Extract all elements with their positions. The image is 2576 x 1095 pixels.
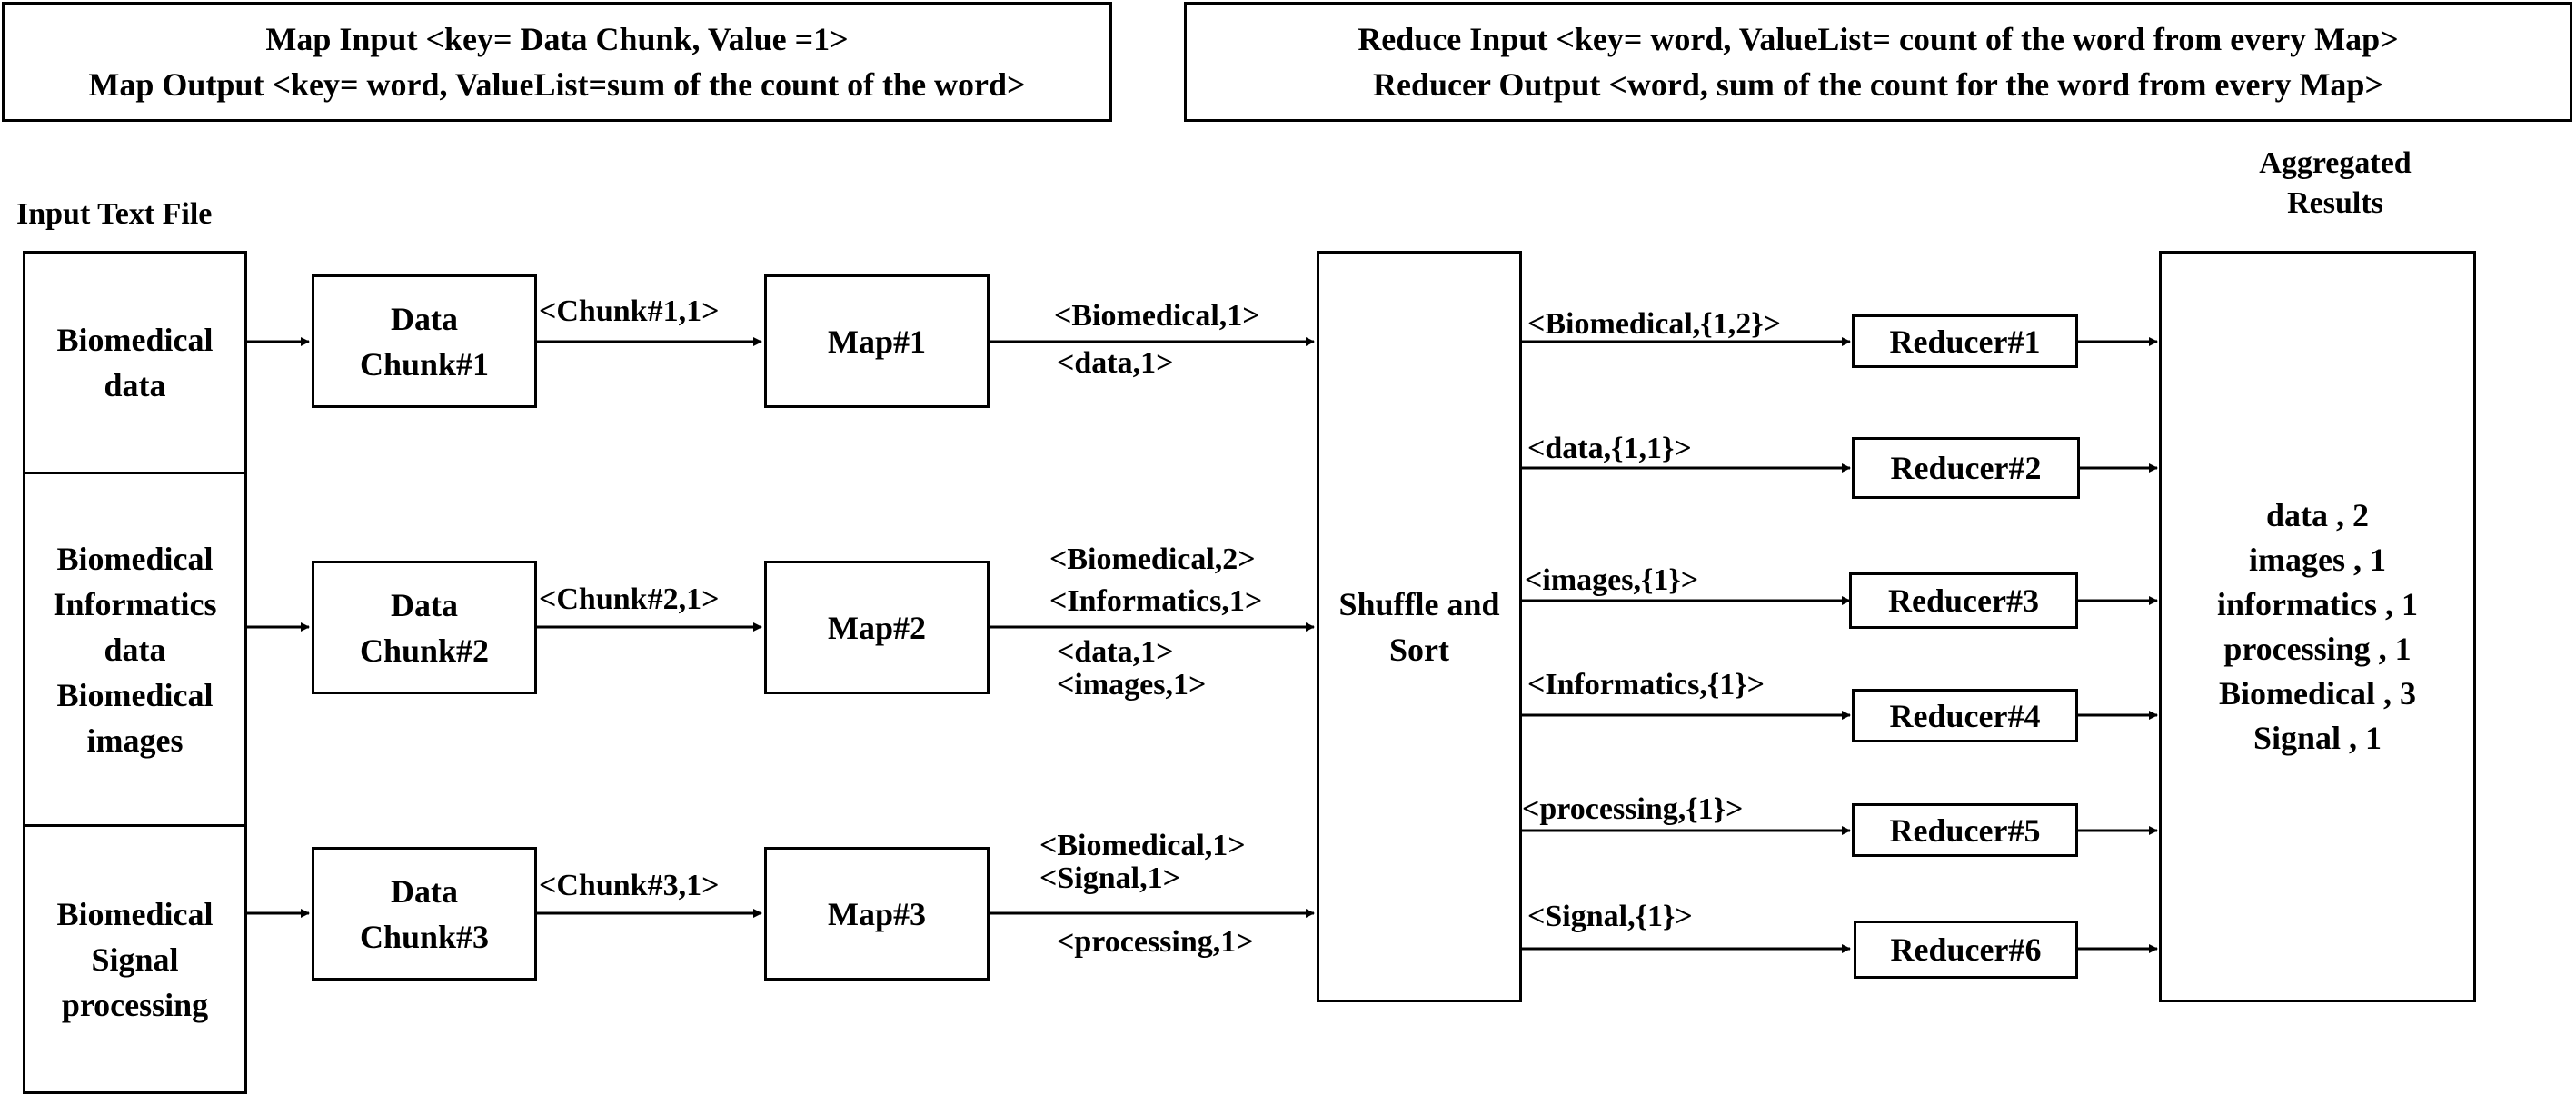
input-cell-3: Biomedical Signal processing (23, 824, 247, 1094)
input-cell-2-line: images (86, 722, 184, 759)
reducer-3: Reducer#3 (1849, 572, 2078, 629)
chunk-1-edge-label: <Chunk#1,1> (539, 294, 720, 328)
reducer-3-label: Reducer#3 (1888, 582, 2039, 619)
data-chunk-3-line: Data (391, 872, 458, 910)
input-cell-2-line: data (104, 631, 166, 668)
reducer-4: Reducer#4 (1852, 689, 2078, 742)
aggregated-title-line: Results (2287, 186, 2383, 220)
input-cell-1: Biomedical data (23, 251, 247, 474)
map-2-output: <images,1> (1057, 668, 1207, 702)
input-cell-2: Biomedical Informatics data Biomedical i… (23, 472, 247, 827)
result-line: images , 1 (2249, 541, 2386, 578)
result-line: informatics , 1 (2217, 585, 2418, 622)
chunk-3-edge-label: <Chunk#3,1> (539, 869, 720, 902)
map-input-line: Map Input <key= Data Chunk, Value =1> (265, 21, 849, 57)
data-chunk-1: Data Chunk#1 (312, 274, 537, 408)
reducer-6-label: Reducer#6 (1890, 931, 2042, 968)
input-cell-3-line: processing (61, 986, 209, 1023)
reducer-1: Reducer#1 (1852, 314, 2078, 368)
reducer-3-input: <images,{1}> (1525, 563, 1699, 597)
reducer-4-input: <Informatics,{1}> (1527, 668, 1765, 702)
result-line: Biomedical , 3 (2219, 674, 2416, 712)
map-3: Map#3 (764, 847, 990, 981)
aggregated-results: data , 2 images , 1 informatics , 1 proc… (2159, 251, 2476, 1002)
reducer-6-input: <Signal,{1}> (1527, 900, 1693, 933)
map-io-header: Map Input <key= Data Chunk, Value =1> Ma… (2, 2, 1112, 122)
reducer-1-input: <Biomedical,{1,2}> (1527, 307, 1781, 341)
map-output-line: Map Output <key= word, ValueList=sum of … (88, 66, 1026, 103)
input-file-title: Input Text File (16, 197, 213, 231)
map-3-output: <processing,1> (1057, 925, 1254, 959)
data-chunk-2-line: Data (391, 586, 458, 623)
input-cell-2-line: Biomedical (56, 540, 214, 577)
map-2-output: <Informatics,1> (1049, 584, 1263, 618)
map-2-output: <Biomedical,2> (1049, 543, 1256, 576)
reducer-5-label: Reducer#5 (1889, 811, 2041, 849)
reducer-1-label: Reducer#1 (1889, 323, 2041, 360)
reduce-input-line: Reduce Input <key= word, ValueList= coun… (1358, 21, 2399, 57)
map-1-label: Map#1 (828, 323, 926, 360)
result-line: processing , 1 (2223, 630, 2412, 667)
reducer-5-input: <processing,{1}> (1522, 792, 1744, 826)
input-cell-2-line: Informatics (53, 585, 217, 622)
map-1-output: <Biomedical,1> (1054, 299, 1260, 333)
data-chunk-1-line: Data (391, 300, 458, 337)
shuffle-sort-line: Sort (1389, 631, 1449, 668)
reducer-2-input: <data,{1,1}> (1527, 432, 1692, 465)
reducer-2-label: Reducer#2 (1890, 450, 2042, 486)
reduce-io-header: Reduce Input <key= word, ValueList= coun… (1184, 2, 2572, 122)
map-3-output: <Signal,1> (1039, 861, 1180, 895)
map-2-label: Map#2 (828, 609, 926, 646)
chunk-2-edge-label: <Chunk#2,1> (539, 582, 720, 616)
data-chunk-1-line: Chunk#1 (359, 345, 490, 383)
result-line: Signal , 1 (2253, 719, 2382, 756)
input-cell-1-line: Biomedical (56, 322, 214, 358)
map-2-output: <data,1> (1057, 635, 1174, 669)
aggregated-title-line: Aggregated (2259, 146, 2412, 180)
input-cell-3-line: Biomedical (56, 895, 214, 932)
data-chunk-2: Data Chunk#2 (312, 561, 537, 694)
map-2: Map#2 (764, 561, 990, 694)
data-chunk-3-line: Chunk#3 (359, 918, 490, 955)
reducer-2: Reducer#2 (1852, 437, 2080, 499)
map-3-output: <Biomedical,1> (1039, 829, 1246, 862)
input-cell-1-line: data (104, 367, 166, 403)
data-chunk-2-line: Chunk#2 (359, 632, 490, 669)
map-1: Map#1 (764, 274, 990, 408)
input-cell-3-line: Signal (91, 941, 179, 978)
aggregated-title: Aggregated Results (2159, 144, 2511, 224)
map-3-label: Map#3 (828, 895, 926, 932)
reducer-5: Reducer#5 (1852, 803, 2078, 857)
shuffle-sort-line: Shuffle and (1338, 585, 1500, 622)
map-1-output: <data,1> (1057, 346, 1174, 380)
data-chunk-3: Data Chunk#3 (312, 847, 537, 981)
reducer-6: Reducer#6 (1854, 921, 2078, 979)
shuffle-sort: Shuffle and Sort (1317, 251, 1522, 1002)
result-line: data , 2 (2265, 496, 2369, 533)
reducer-output-line: Reducer Output <word, sum of the count f… (1373, 66, 2383, 103)
reducer-4-label: Reducer#4 (1889, 697, 2041, 734)
input-cell-2-line: Biomedical (56, 676, 214, 713)
